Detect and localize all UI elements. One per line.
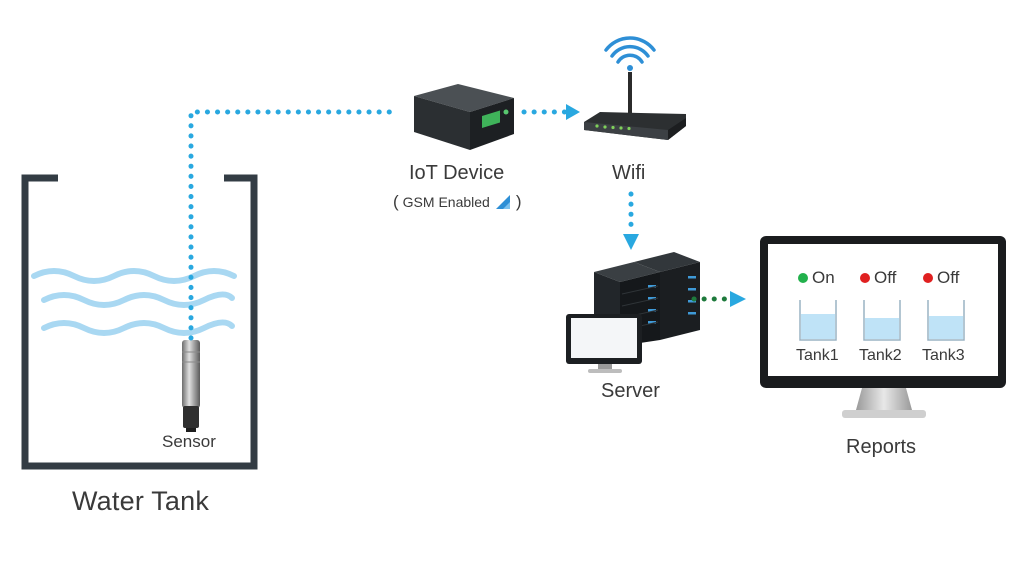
status-dot-icon	[923, 273, 933, 283]
tank3-name: Tank3	[922, 347, 965, 364]
sensor-probe-icon	[182, 340, 200, 432]
dashboard-tank-gauges	[799, 300, 965, 341]
tank1-status-text: On	[812, 268, 835, 287]
iot-box-icon	[414, 84, 514, 150]
monitor-icon	[760, 236, 1006, 418]
wifi-signal-icon	[604, 36, 656, 64]
sensor-label: Sensor	[162, 432, 216, 451]
gsm-enabled-label: ( GSM Enabled )	[393, 192, 522, 212]
water-tank	[21, 174, 258, 470]
status-dot-icon	[860, 273, 870, 283]
gsm-paren-close: )	[515, 192, 522, 211]
tank3-status: Off	[923, 268, 959, 288]
tank2-status-text: Off	[874, 268, 897, 287]
dashboard-tank-3	[927, 300, 965, 341]
tank1-name: Tank1	[796, 347, 839, 364]
dashboard-tank-2	[863, 300, 901, 341]
reports-label: Reports	[846, 436, 917, 458]
water-waves	[31, 268, 237, 336]
link-iot-to-wifi	[521, 104, 580, 120]
water-tank-label: Water Tank	[72, 486, 210, 516]
tank1-status: On	[798, 268, 835, 288]
server-monitor-icon	[566, 314, 642, 373]
gsm-text: GSM Enabled	[402, 194, 490, 210]
router-icon	[584, 36, 686, 140]
link-server-to-reports	[691, 291, 746, 307]
dashboard-tank-1	[799, 300, 837, 341]
tank2-status: Off	[860, 268, 896, 288]
iot-device-label: IoT Device	[409, 162, 505, 184]
status-dot-icon	[798, 273, 808, 283]
server-rack-icon	[594, 252, 700, 346]
server-label: Server	[601, 380, 660, 402]
tank2-name: Tank2	[859, 347, 902, 364]
tank3-status-text: Off	[937, 268, 960, 287]
wifi-label: Wifi	[612, 162, 646, 184]
gsm-signal-icon	[495, 195, 510, 209]
gsm-paren-open: (	[393, 192, 399, 211]
link-wifi-to-server	[623, 191, 639, 250]
link-sensor-to-iot	[188, 109, 401, 341]
